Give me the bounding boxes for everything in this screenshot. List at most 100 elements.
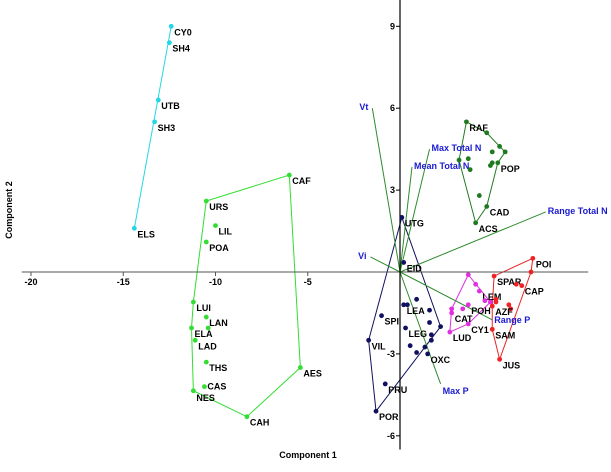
point-label: CAF xyxy=(292,176,311,186)
data-points: CY0SH4UTBSH3ELSCAFURSLILPOALUILANELALADT… xyxy=(131,23,551,428)
point-dark-green xyxy=(456,157,462,163)
point-magenta xyxy=(465,321,471,327)
point-navy xyxy=(427,307,432,313)
point-label: PRU xyxy=(388,385,407,395)
point-red xyxy=(506,302,512,308)
point-label: POP xyxy=(501,164,520,174)
point-label: ELS xyxy=(137,229,155,239)
point-red xyxy=(489,326,495,332)
vector-line xyxy=(399,211,546,273)
point-navy xyxy=(403,325,408,331)
point-navy xyxy=(414,350,420,355)
point-magenta xyxy=(465,272,471,278)
point-light-green xyxy=(190,299,196,305)
point-light-green xyxy=(203,239,209,245)
x-tick-label: -20 xyxy=(24,277,37,287)
point-navy xyxy=(428,332,434,338)
point-label: LEA xyxy=(407,306,426,316)
x-tick-label: -15 xyxy=(117,277,130,287)
point-label: JUS xyxy=(503,360,521,370)
hull-light-green xyxy=(191,174,301,418)
point-red xyxy=(528,269,534,275)
point-dark-green xyxy=(484,204,490,209)
point-navy xyxy=(425,351,431,357)
point-label: LUD xyxy=(453,333,472,343)
point-dark-green xyxy=(502,149,508,155)
vector-label: Range Total N xyxy=(548,206,608,216)
point-label: URS xyxy=(209,202,228,212)
point-navy xyxy=(373,408,379,414)
y-tick-label: 3 xyxy=(390,185,395,195)
point-navy xyxy=(379,313,384,319)
point-red xyxy=(530,255,536,261)
point-light-green xyxy=(189,325,194,331)
x-tick-label: -10 xyxy=(209,277,222,287)
point-cyan xyxy=(168,23,174,29)
vector-label: Max P xyxy=(443,386,469,396)
point-cyan xyxy=(155,97,161,103)
point-red xyxy=(513,281,519,287)
point-magenta xyxy=(447,329,453,335)
point-label: THS xyxy=(209,363,227,373)
point-dark-green xyxy=(495,160,501,166)
point-label: RAF xyxy=(469,123,488,133)
point-magenta xyxy=(460,306,466,312)
point-navy xyxy=(382,381,388,387)
point-navy xyxy=(427,320,432,325)
point-label: CAP xyxy=(525,287,544,297)
vector-label: Max Total N xyxy=(432,143,482,153)
vector-line xyxy=(371,108,401,273)
vector-line xyxy=(399,149,431,273)
point-dark-green xyxy=(465,156,471,162)
point-label: LIL xyxy=(219,227,233,237)
point-dark-green xyxy=(467,167,473,173)
vector-label: Vt xyxy=(359,102,368,112)
point-navy xyxy=(422,344,428,350)
point-label: VIL xyxy=(372,341,387,351)
point-magenta xyxy=(482,298,488,304)
point-navy xyxy=(404,302,410,308)
point-label: LAD xyxy=(198,341,217,351)
vector-line xyxy=(399,271,493,321)
x-axis-title: Component 1 xyxy=(279,450,337,460)
point-label: POH xyxy=(471,306,491,316)
point-label: CAS xyxy=(207,382,226,392)
point-navy xyxy=(366,337,372,343)
point-light-green xyxy=(203,314,209,320)
point-light-green xyxy=(203,359,209,365)
point-magenta xyxy=(465,302,471,308)
point-red xyxy=(508,306,514,312)
point-label: LEM xyxy=(482,292,501,302)
point-light-green xyxy=(205,325,211,331)
point-label: CY1 xyxy=(471,325,489,335)
point-light-green xyxy=(297,365,303,370)
point-cyan xyxy=(166,40,172,46)
point-light-green xyxy=(203,198,209,204)
point-light-green xyxy=(244,414,250,420)
point-magenta xyxy=(473,281,479,287)
vector-label: Range P xyxy=(494,315,530,325)
vector-line xyxy=(399,166,413,273)
point-label: ACS xyxy=(479,224,498,234)
x-tick-label: -5 xyxy=(304,277,312,287)
y-axis-title: Component 2 xyxy=(4,181,14,239)
point-light-green xyxy=(286,172,292,178)
point-label: OXC xyxy=(431,355,451,365)
point-red xyxy=(491,273,497,279)
point-dark-green xyxy=(464,119,469,125)
hull-navy xyxy=(368,215,442,413)
vector-label: Vi xyxy=(358,251,366,261)
vector-label: Mean Total N xyxy=(414,161,469,171)
point-cyan xyxy=(152,119,158,125)
point-label: AZF xyxy=(495,307,513,317)
hull-magenta xyxy=(449,273,492,333)
point-label: NES xyxy=(196,393,215,403)
point-magenta xyxy=(488,299,493,305)
point-navy xyxy=(407,343,413,349)
y-tick-label: -6 xyxy=(387,431,395,441)
vector-line xyxy=(370,256,401,273)
point-label: SH4 xyxy=(172,44,190,54)
point-dark-green xyxy=(476,193,482,198)
